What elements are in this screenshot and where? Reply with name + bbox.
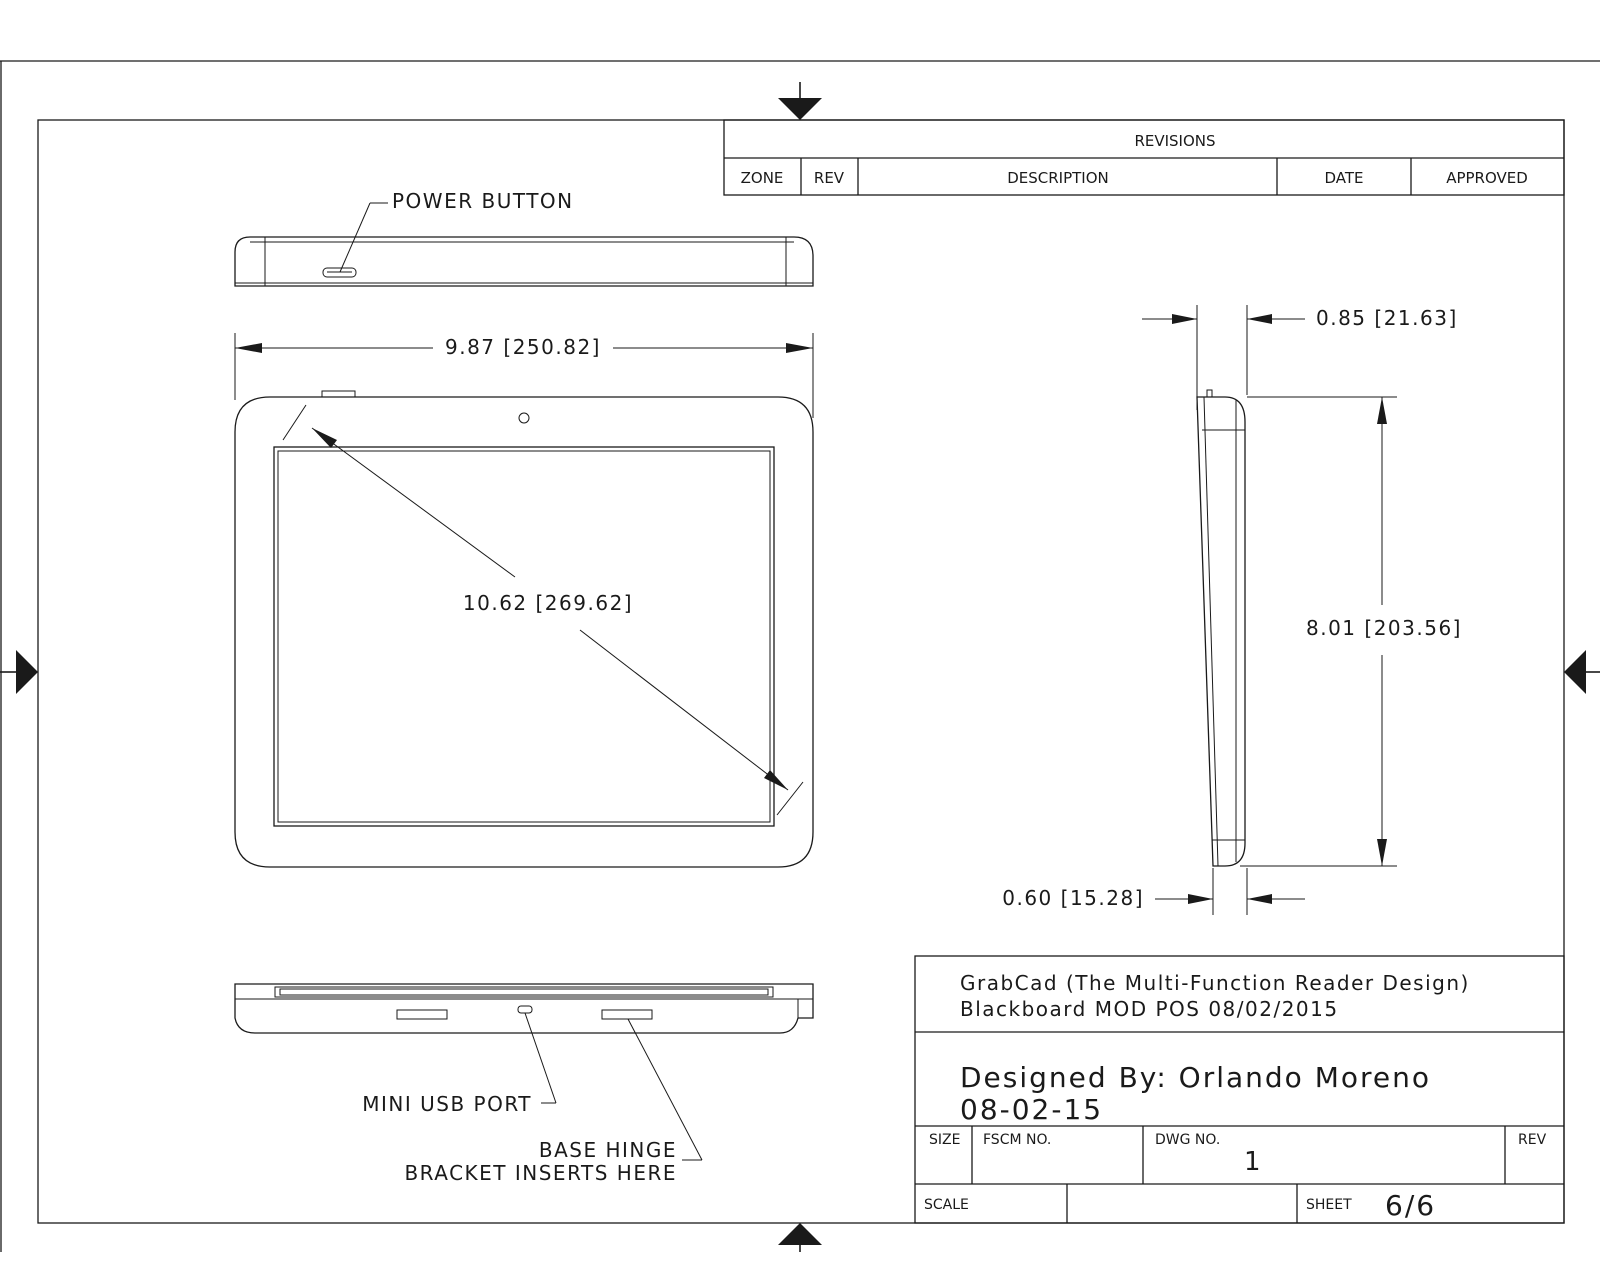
designer-name: Designed By: Orlando Moreno [960, 1061, 1431, 1094]
power-button-label: POWER BUTTON [392, 189, 574, 213]
revisions-col-zone: ZONE [741, 169, 784, 187]
top-view: POWER BUTTON [234, 189, 814, 287]
height-label: 8.01 [203.56] [1306, 616, 1462, 640]
sheet-label: SHEET [1306, 1197, 1352, 1213]
scale-label: SCALE [924, 1197, 969, 1213]
power-button-shape [322, 267, 357, 278]
revisions-col-date: DATE [1324, 169, 1363, 187]
camera-icon [518, 412, 530, 424]
diagonal-dimension-label: 10.62 [269.62] [463, 591, 633, 615]
depth-bottom-label: 0.60 [15.28] [1002, 886, 1144, 910]
width-dimension-label: 9.87 [250.82] [445, 335, 601, 359]
dwg-no-label: DWG NO. [1155, 1132, 1220, 1148]
right-hinge-slot [601, 1009, 653, 1020]
fscm-label: FSCM NO. [983, 1132, 1051, 1148]
zone-arrow-top [778, 82, 822, 120]
project-title-line1: GrabCad (The Multi-Function Reader Desig… [960, 971, 1470, 995]
depth-top-label: 0.85 [21.63] [1316, 306, 1458, 330]
zone-arrows [0, 82, 1600, 1252]
revisions-table: REVISIONS ZONE REV DESCRIPTION DATE APPR… [723, 119, 1565, 196]
zone-arrow-right [1564, 650, 1600, 694]
revisions-col-description: DESCRIPTION [1007, 169, 1109, 187]
mini-usb-label: MINI USB PORT [362, 1092, 532, 1116]
front-view: 10.62 [269.62] [234, 390, 814, 868]
size-label: SIZE [929, 1132, 960, 1148]
screen-outline [273, 446, 775, 827]
revisions-col-approved: APPROVED [1446, 169, 1528, 187]
width-dimension: 9.87 [250.82] [234, 333, 814, 418]
base-hinge-label-1: BASE HINGE [539, 1138, 677, 1162]
mini-usb-shape [517, 1005, 533, 1014]
base-hinge-label-2: BRACKET INSERTS HERE [404, 1161, 677, 1185]
project-title-line2: Blackboard MOD POS 08/02/2015 [960, 997, 1339, 1021]
bottom-view: MINI USB PORT BASE HINGE BRACKET INSERTS… [234, 983, 814, 1185]
zone-arrow-bottom [778, 1223, 822, 1252]
dwg-no-value: 1 [1244, 1147, 1261, 1177]
top-button-bump [321, 390, 356, 398]
zone-arrow-left [0, 650, 38, 694]
rev-label: REV [1518, 1132, 1547, 1148]
revisions-title: REVISIONS [1134, 132, 1215, 150]
title-block: GrabCad (The Multi-Function Reader Desig… [914, 955, 1565, 1224]
revisions-col-rev: REV [814, 169, 845, 187]
design-date: 08-02-15 [960, 1093, 1103, 1126]
sheet-value: 6/6 [1385, 1189, 1436, 1222]
side-view: 0.85 [21.63] 8.01 [203.56] 0.60 [15.28] [1002, 305, 1462, 915]
left-hinge-slot [396, 1009, 448, 1020]
